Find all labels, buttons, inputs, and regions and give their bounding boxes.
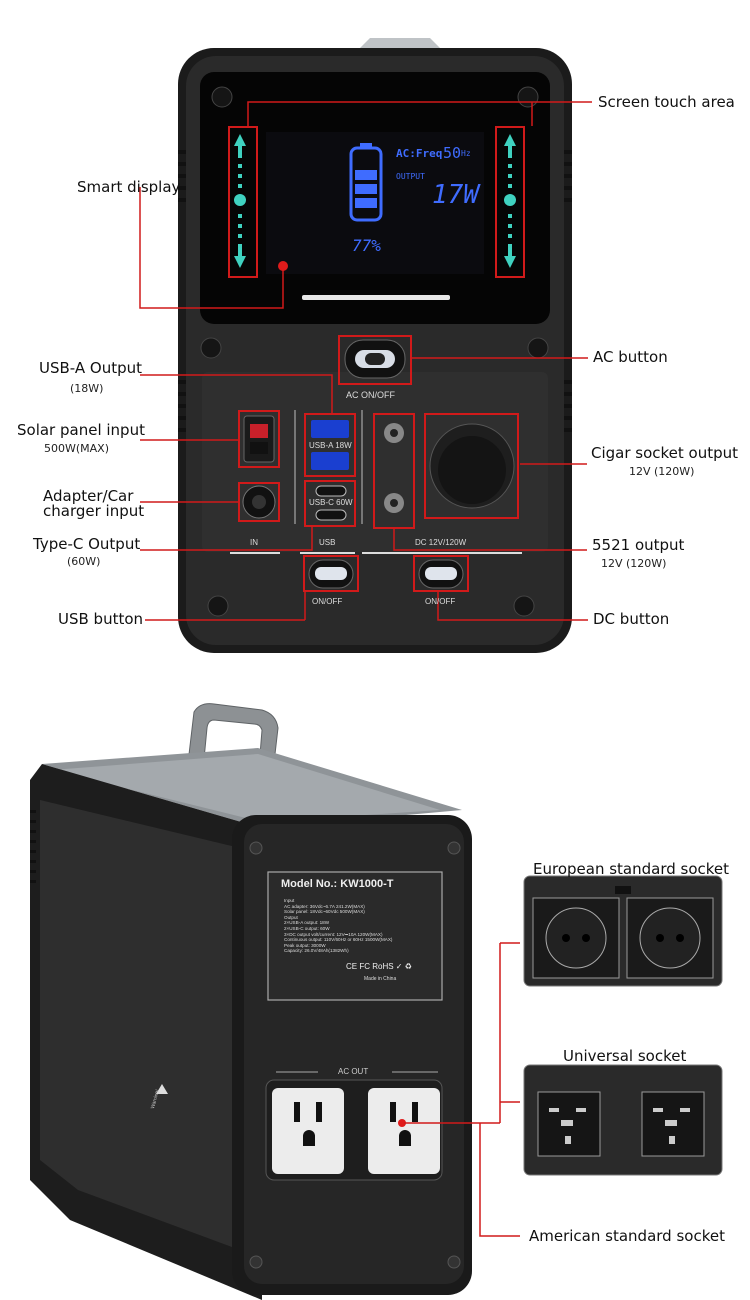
callout-adapter-input-line1: Adapter/Car	[43, 487, 134, 505]
lcd-freq-unit: Hz	[461, 149, 471, 158]
lcd-output-label: OUTPUT	[396, 172, 425, 181]
in-section-label: IN	[250, 538, 258, 547]
callout-adapter-input-line2: charger input	[43, 502, 145, 520]
dc-button-box	[413, 555, 469, 592]
nameplate-made-in: Made in China	[364, 976, 397, 982]
nameplate-line: Output	[284, 914, 298, 920]
usb-onoff-label: ON/OFF	[312, 597, 343, 606]
callout-typec-output-sub: (60W)	[67, 555, 101, 568]
nameplate-model: Model No.: KW1000-T	[281, 878, 394, 890]
callout-cigar-output: Cigar socket output	[591, 444, 739, 462]
bottom-device-svg	[30, 703, 723, 1300]
callout-solar-input-sub: 500W(MAX)	[44, 442, 110, 455]
ac-onoff-label: AC ON/OFF	[346, 390, 395, 400]
dc5521-output-box	[373, 413, 415, 529]
callout-european-socket: European standard socket	[533, 860, 730, 878]
touch-area-left-box	[228, 126, 258, 278]
lcd-output-value: 17W	[432, 180, 479, 210]
ac-button-box	[338, 335, 412, 385]
callout-solar-input: Solar panel input	[17, 421, 145, 439]
nameplate-line: 3×DC output volt/current: 12V⎓10A 120W(M…	[284, 931, 383, 937]
lcd-battery-percent: 77%	[352, 236, 381, 255]
callout-screen-touch: Screen touch area	[598, 93, 735, 111]
nameplate-line: Peak output: 3000W	[284, 942, 326, 948]
usb-section-label: USB	[319, 538, 336, 547]
callout-american-socket: American standard socket	[529, 1227, 725, 1245]
callout-smart-display: Smart display	[77, 178, 181, 196]
callout-dc5521-output: 5521 output	[592, 536, 685, 554]
usba-output-box	[304, 413, 356, 477]
bottom-product-illustration: Model No.: KW1000-T Input AC adapter: 36…	[0, 690, 750, 1300]
adapter-input-box	[238, 482, 280, 522]
usb-button-box	[303, 555, 359, 592]
nameplate-line: 2×USB-A output: 18W	[284, 920, 330, 926]
usbc-port-label: USB-C 60W	[309, 498, 353, 507]
typec-output-box	[304, 480, 356, 527]
callout-dc-button: DC button	[593, 610, 670, 628]
dc-section-label: DC 12V/120W	[415, 538, 467, 547]
nameplate-spec-list: Input AC adapter: 36Vdc~6.7A 241.2W(MAX)…	[284, 898, 392, 954]
callout-ac-button: AC button	[593, 348, 668, 366]
callout-universal-socket: Universal socket	[563, 1047, 687, 1065]
cigar-socket-box	[424, 413, 519, 519]
touch-area-right-box	[495, 126, 525, 278]
nameplate-cert-marks: CE FC RoHS ✓ ♻	[346, 962, 412, 971]
callout-cigar-output-sub: 12V (120W)	[629, 465, 695, 478]
callout-usb-button: USB button	[58, 610, 144, 628]
lcd-freq-value: 50	[443, 144, 462, 162]
nameplate-line: Input	[284, 898, 295, 903]
nameplate-line: Continuous output: 110V/60Hz or 60Hz 150…	[284, 937, 393, 943]
dc-onoff-label: ON/OFF	[425, 597, 456, 606]
top-device-svg	[139, 38, 592, 653]
callout-usba-output-sub: (18W)	[70, 382, 104, 395]
solar-input-box	[238, 410, 280, 468]
usba-port-label: USB-A 18W	[309, 441, 352, 450]
callout-typec-output: Type-C Output	[33, 535, 141, 553]
top-product-illustration: AC:Freq 50 Hz OUTPUT 17W 77% AC ON/OFF U…	[17, 38, 739, 653]
ac-out-label: AC OUT	[338, 1067, 369, 1076]
nameplate-line: Solar panel: 18Vdc~60Vdc 500W(MAX)	[284, 909, 365, 915]
nameplate-line: Capacity: 26.0V/48Ah(1382Wh)	[284, 948, 349, 954]
nameplate-line: AC adapter: 36Vdc~6.7A 241.2W(MAX)	[284, 903, 365, 909]
callout-dc5521-output-sub: 12V (120W)	[601, 557, 667, 570]
nameplate-line: 2×USB-C output: 60W	[284, 925, 330, 931]
callout-usba-output: USB-A Output	[39, 359, 143, 377]
lcd-freq-label: AC:Freq	[396, 147, 443, 160]
